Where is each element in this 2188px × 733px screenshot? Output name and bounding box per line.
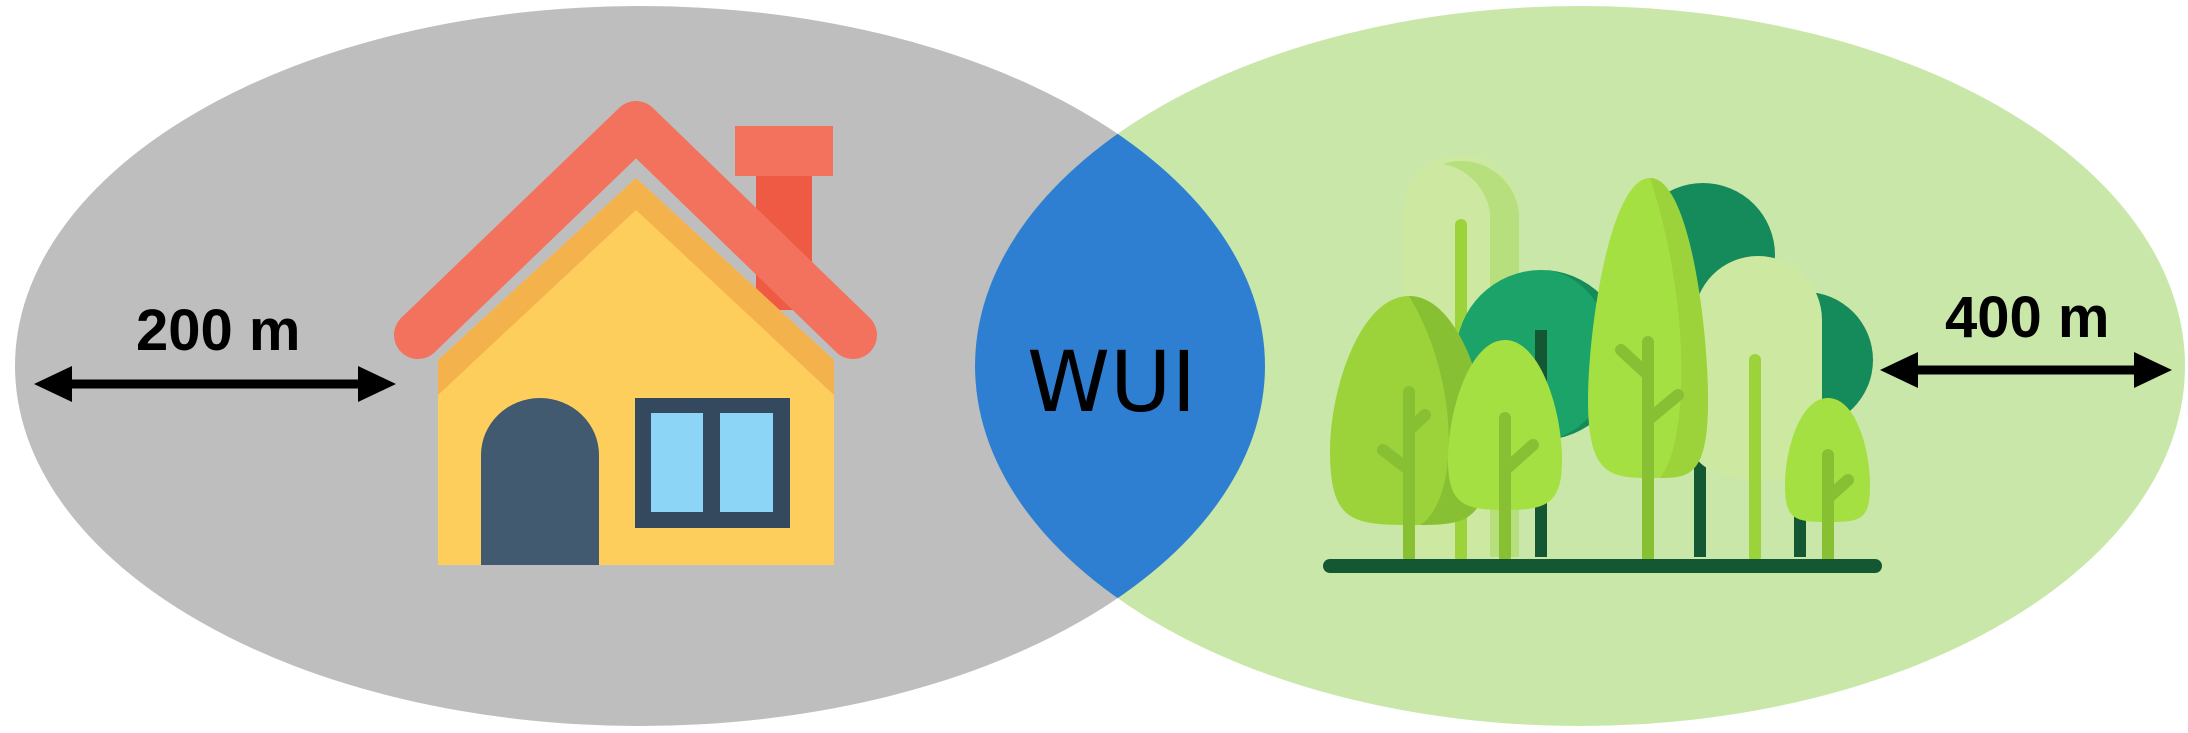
right-distance-arrow: [1880, 352, 2172, 388]
left-distance-label: 200 m: [136, 298, 300, 363]
house-icon: [394, 101, 877, 565]
wui-label: WUI: [1027, 333, 1196, 431]
forest-icon: [1323, 155, 1882, 573]
left-distance-arrow: [34, 366, 396, 402]
right-distance-label: 400 m: [1945, 285, 2109, 350]
